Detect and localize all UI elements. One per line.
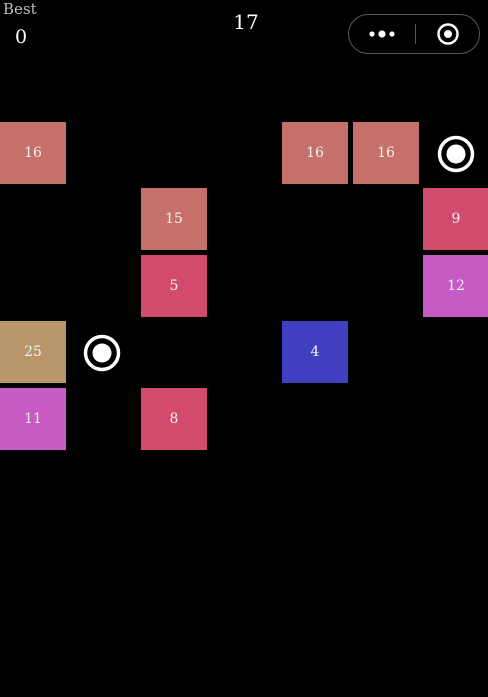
brick-value: 12 <box>447 278 465 294</box>
best-score-value: 0 <box>15 26 28 48</box>
brick-value: 16 <box>306 145 324 161</box>
brick-value: 16 <box>377 145 395 161</box>
brick-value: 9 <box>451 211 461 227</box>
close-button[interactable] <box>416 15 480 53</box>
brick: 12 <box>423 255 488 317</box>
more-button[interactable] <box>349 15 415 53</box>
brick: 8 <box>141 388 207 450</box>
brick: 4 <box>282 321 348 383</box>
brick-value: 11 <box>24 411 42 427</box>
current-score: 17 <box>233 10 259 34</box>
brick-value: 16 <box>24 145 42 161</box>
target-close-icon <box>437 23 459 45</box>
brick: 9 <box>423 188 488 250</box>
brick: 16 <box>353 122 419 184</box>
brick: 11 <box>0 388 66 450</box>
brick-value: 8 <box>169 411 179 427</box>
mini-program-capsule <box>348 14 480 54</box>
brick: 25 <box>0 321 66 383</box>
brick-value: 15 <box>165 211 183 227</box>
brick: 16 <box>0 122 66 184</box>
best-label: Best <box>3 0 37 18</box>
brick-value: 25 <box>24 344 42 360</box>
ring-ball-icon <box>437 135 475 173</box>
more-dots-icon <box>369 30 395 38</box>
brick: 16 <box>282 122 348 184</box>
capsule-divider <box>415 24 416 44</box>
brick: 15 <box>141 188 207 250</box>
brick-value: 4 <box>310 344 320 360</box>
brick: 5 <box>141 255 207 317</box>
ring-ball-icon <box>83 334 121 372</box>
brick-value: 5 <box>169 278 179 294</box>
